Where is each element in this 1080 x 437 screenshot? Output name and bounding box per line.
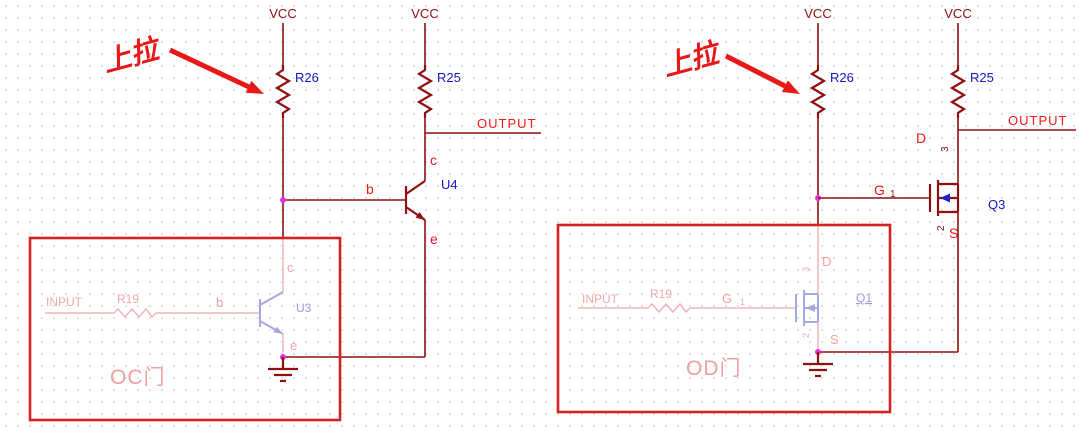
q3-s-label: S: [949, 225, 958, 241]
highlight-box-oc: [28, 236, 342, 422]
u4-e-label: e: [430, 231, 438, 247]
highlight-box-od: [556, 223, 892, 414]
u3-c-label: c: [287, 260, 294, 275]
q1-pin-g: 1: [740, 297, 745, 307]
vcc-label-left-r25: VCC: [411, 6, 438, 21]
u4-label: U4: [441, 177, 458, 192]
resistor-r19-right: [642, 302, 702, 314]
pullup-arrow-left: [168, 47, 251, 90]
q3-g-label: G: [874, 182, 885, 198]
ground-symbol-right: [803, 352, 833, 378]
r19-label-left: R19: [117, 292, 139, 306]
q1-pin-d: 3: [801, 267, 811, 272]
input-label-left: INPUT: [46, 295, 83, 309]
q1-pin-s: 2: [801, 333, 811, 338]
u4-emitter-arrow: [415, 212, 425, 220]
q1-label: Q1: [856, 291, 872, 305]
vcc-label-left-r26: VCC: [269, 6, 296, 21]
left-circuit: VCC VCC R26 R25 OUTPUT U4 b c e: [28, 6, 541, 422]
q3-label: Q3: [988, 197, 1005, 212]
q3-pin-d: 3: [940, 146, 951, 152]
u4-c-label: c: [430, 152, 437, 168]
mosfet-q1: [795, 290, 819, 326]
resistor-r25-right: [949, 65, 967, 118]
pullup-arrowhead-right: [781, 80, 800, 94]
resistor-r26-right: [809, 65, 827, 118]
q1-d-label: D: [822, 254, 831, 269]
resistor-r26-left: [274, 65, 292, 118]
u3-emitter-arrow: [273, 326, 283, 334]
u4-b-label: b: [366, 181, 374, 197]
ground-symbol-left: [268, 357, 298, 383]
junction-dot-left-top: [280, 197, 286, 203]
q1-g-label: G: [722, 291, 732, 306]
q3-pin-s: 2: [936, 225, 947, 231]
output-label-left: OUTPUT: [477, 116, 536, 131]
oc-gate-label: OC门: [110, 366, 166, 389]
r26-label-right: R26: [830, 70, 854, 85]
q3-body-arrow: [940, 193, 950, 203]
vcc-label-right-r26: VCC: [804, 6, 831, 21]
resistor-r19-left: [108, 307, 168, 319]
pullup-arrow-right: [724, 53, 787, 89]
q1-body-arrow: [806, 304, 815, 312]
transistor-u3: [259, 291, 284, 335]
mosfet-q3: [928, 180, 960, 216]
q3-pin-g: 1: [890, 189, 896, 200]
r26-label-left: R26: [295, 70, 319, 85]
q1-s-label: S: [830, 332, 839, 347]
pullup-arrowhead-left: [245, 80, 264, 94]
vcc-label-right-r25: VCC: [944, 6, 971, 21]
right-circuit: VCC VCC R26 R25 OUTPUT Q3 D: [556, 6, 1076, 414]
u3-label: U3: [296, 301, 312, 315]
u3-e-label: e: [290, 338, 297, 353]
od-gate-label: OD门: [686, 357, 742, 380]
q3-d-label: D: [916, 130, 926, 146]
r25-label-left: R25: [437, 70, 461, 85]
output-label-right: OUTPUT: [1008, 113, 1067, 128]
input-label-right: INPUT: [582, 292, 619, 306]
transistor-u4: [404, 180, 426, 221]
u3-b-label: b: [216, 295, 223, 310]
resistor-r25-left: [416, 65, 434, 118]
pullup-annotation-left: 上拉: [100, 32, 166, 77]
pullup-annotation-right: 上拉: [660, 36, 726, 81]
r25-label-right: R25: [970, 70, 994, 85]
r19-label-right: R19: [650, 287, 672, 301]
